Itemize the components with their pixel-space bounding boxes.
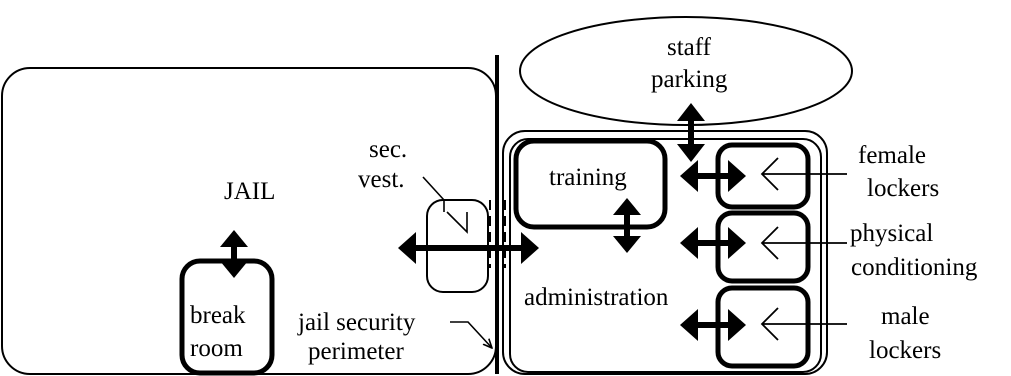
- male-lockers-label-line1: male: [881, 303, 930, 330]
- vestibule-passage-arrow: [398, 232, 539, 264]
- staff-parking-label-line1: staff: [667, 34, 712, 61]
- administration-inner-wall: [509, 138, 822, 373]
- perimeter-label-line1: jail security: [297, 309, 416, 336]
- male-lockers-access-arrow: [680, 309, 746, 341]
- training-room-box: [513, 138, 668, 230]
- perimeter-label-line2: perimeter: [308, 338, 404, 365]
- parking-access-arrow: [677, 103, 705, 162]
- sec-vest-pointer-line: [422, 176, 445, 212]
- male-lockers-pointer: [760, 307, 847, 341]
- jail-label: JAIL: [224, 178, 275, 205]
- training-label: training: [549, 164, 627, 191]
- female-lockers-label-line1: female: [858, 142, 926, 169]
- physical-conditioning-label-line1: physical: [850, 220, 933, 247]
- jail-area: [1, 67, 497, 375]
- female-lockers-access-arrow: [680, 160, 746, 192]
- administration-outer-wall: [502, 130, 828, 375]
- perimeter-pointer-arrow: [450, 321, 492, 348]
- physical-conditioning-pointer: [760, 226, 847, 260]
- break-room-label-line2: room: [190, 335, 243, 362]
- physical-conditioning-access-arrow: [680, 227, 746, 259]
- break-room-label-line1: break: [190, 302, 246, 329]
- female-lockers-label-line2: lockers: [867, 175, 939, 202]
- sec-vest-label-line2: vest.: [358, 166, 405, 193]
- staff-parking-area: [519, 16, 853, 126]
- staff-parking-label-line2: parking: [651, 66, 728, 93]
- female-lockers-pointer: [760, 157, 847, 191]
- physical-conditioning-label-line2: conditioning: [851, 254, 978, 281]
- administration-label: administration: [524, 284, 669, 311]
- physical-conditioning-box: [715, 210, 811, 284]
- male-lockers-label-line2: lockers: [869, 337, 941, 364]
- sec-vest-label-line1: sec.: [369, 136, 407, 163]
- training-access-arrow: [613, 198, 641, 253]
- vestibule-door-swing: [446, 211, 468, 234]
- break-room-access-arrow: [220, 230, 248, 278]
